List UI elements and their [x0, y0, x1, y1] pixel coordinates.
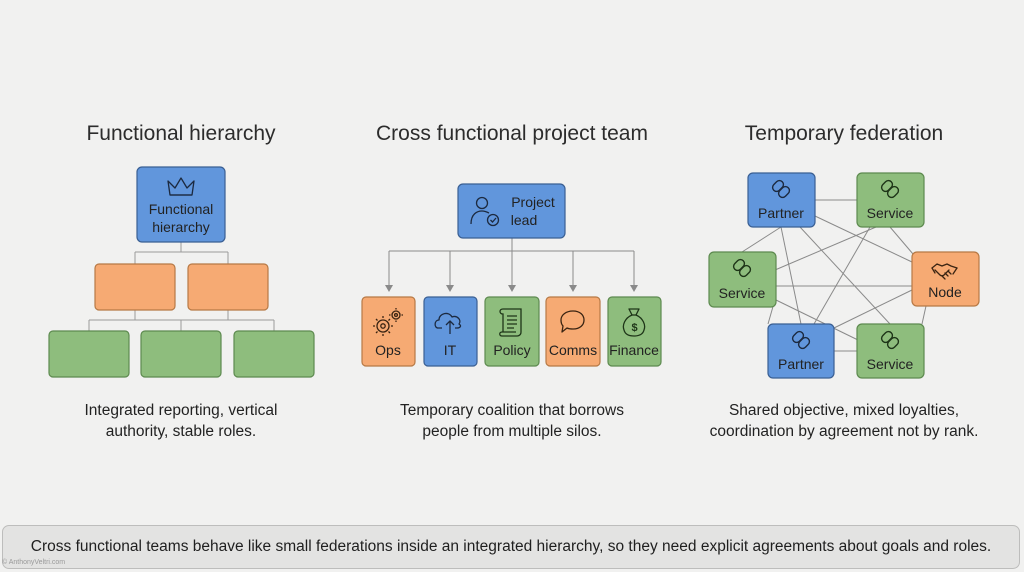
federation-node-service-1: Service [856, 172, 925, 228]
federation-node-label: Service [867, 205, 914, 221]
hierarchy-top-label-1: Functional [149, 201, 214, 217]
hierarchy-diagram: Functional hierarchy [48, 166, 315, 378]
scroll-icon [499, 308, 522, 337]
project-lead-label-2: lead [511, 212, 537, 228]
federation-node-label: Partner [758, 205, 804, 221]
hierarchy-caption-line-2: authority, stable roles. [105, 423, 257, 440]
federation-node-node: Node [911, 251, 980, 307]
handshake-icon [931, 263, 958, 280]
team-box-ops: Ops [361, 296, 416, 367]
link-icon [880, 179, 900, 199]
cross-team-title: Cross functional project team [376, 122, 648, 145]
hierarchy-middle-box-1 [94, 263, 176, 311]
project-lead-label-1: Project [511, 194, 555, 210]
team-label-policy: Policy [493, 342, 530, 358]
hierarchy-bottom-box-3 [233, 330, 315, 378]
person-check-icon [470, 196, 500, 227]
summary-banner: Cross functional teams behave like small… [2, 525, 1020, 569]
connector-top [134, 242, 229, 264]
money-bag-icon [622, 308, 646, 337]
cross-team-caption: Temporary coalition that borrows people … [372, 400, 652, 442]
hierarchy-caption-line-1: Integrated reporting, vertical [84, 402, 278, 419]
federation-node-service-3: Service [856, 323, 925, 379]
crown-icon [167, 177, 195, 196]
team-label-comms: Comms [549, 342, 597, 358]
hierarchy-caption: Integrated reporting, vertical authority… [61, 400, 301, 442]
hierarchy-middle-box-2 [187, 263, 269, 311]
team-label-finance: Finance [609, 342, 659, 358]
connector-bottom [88, 310, 275, 331]
federation-links [741, 199, 927, 352]
dollar-glyph: $ [631, 322, 637, 334]
federation-node-service-2: Service [708, 251, 777, 308]
gears-icon [373, 308, 403, 336]
cross-team-diagram: Project lead Ops IT [361, 183, 662, 367]
federation-caption: Shared objective, mixed loyalties, coord… [694, 400, 994, 442]
federation-caption-line-2: coordination by agreement not by rank. [709, 423, 979, 440]
team-label-ops: Ops [375, 342, 401, 358]
link-icon [732, 258, 752, 278]
team-box-it: IT [423, 296, 478, 367]
speech-bubble-icon [560, 310, 585, 333]
link-icon [791, 330, 811, 350]
hierarchy-top-box: Functional hierarchy [136, 166, 226, 243]
federation-node-label: Service [867, 356, 914, 372]
federation-node-label: Partner [778, 356, 824, 372]
federation-caption-line-1: Shared objective, mixed loyalties, [728, 402, 960, 419]
federation-node-partner-2: Partner [767, 323, 835, 379]
federation-diagram: Partner Service Service [708, 172, 980, 379]
federation-node-partner-1: Partner [747, 172, 816, 228]
cross-team-caption-line-2: people from multiple silos. [422, 423, 602, 440]
arrow-connectors [388, 251, 635, 287]
hierarchy-bottom-box-2 [140, 330, 222, 378]
project-lead-box: Project lead [457, 183, 566, 239]
summary-banner-text: Cross functional teams behave like small… [30, 538, 992, 555]
hierarchy-top-label-2: hierarchy [152, 219, 210, 235]
cloud-upload-icon [434, 312, 462, 334]
federation-node-label: Service [719, 285, 766, 301]
team-box-comms: Comms [545, 296, 601, 367]
team-label-it: IT [444, 342, 457, 358]
team-box-policy: Policy [484, 296, 540, 367]
team-box-finance: $ Finance [607, 296, 662, 367]
hierarchy-title: Functional hierarchy [86, 122, 276, 145]
federation-title: Temporary federation [744, 122, 944, 145]
federation-node-label: Node [928, 284, 962, 300]
copyright-watermark: © AnthonyVeltri.com [2, 559, 66, 566]
cross-team-caption-line-1: Temporary coalition that borrows [400, 402, 624, 419]
link-icon [880, 330, 900, 350]
link-icon [771, 179, 791, 199]
hierarchy-bottom-box-1 [48, 330, 130, 378]
